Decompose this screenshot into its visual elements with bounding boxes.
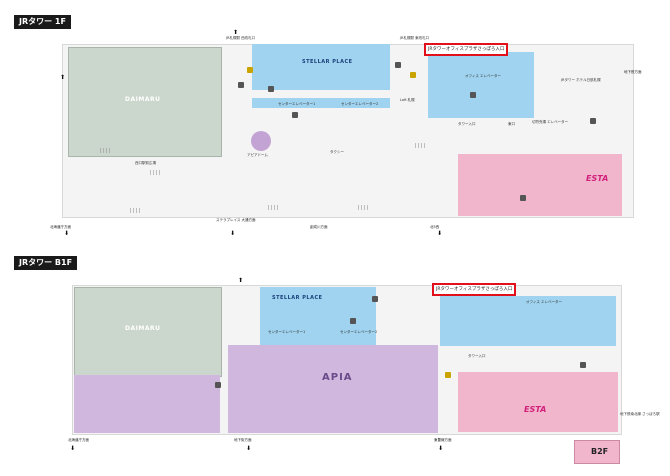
loft-label-1f: Loft 札幌 (400, 98, 415, 102)
arrow-1f-top: ⬆ (233, 29, 239, 36)
daimaru-1f-logo: DAIMARU (125, 96, 161, 103)
stellar-place-1f-logo: STELLAR PLACE (302, 59, 353, 65)
elevator-icon (268, 86, 274, 92)
floor-1f-title: JRタワー 1F (14, 15, 71, 29)
coin-locker-icon (247, 67, 253, 73)
exit-1f-bottom-mid2[interactable]: 創成川方面 (310, 225, 328, 229)
center-esc1-1f: センターエレベーター1 (278, 102, 316, 106)
center-esc2-1f: センターエレベーター2 (341, 102, 379, 106)
esta-b1f[interactable] (458, 372, 618, 432)
arrow-1f-left: ⬆ (60, 74, 66, 81)
office-elev-b1f: オフィス エレベーター (526, 300, 563, 304)
escalator-icon (292, 112, 298, 118)
coin-locker-icon-2 (410, 72, 416, 78)
arrow-1f-bm: ⬇ (230, 230, 236, 237)
esta-b1f-logo: ESTA (524, 405, 547, 414)
jr-tower-hotel-1f: JRタワー ホテル日航札幌 (561, 78, 601, 82)
subway-b1f: 地下鉄南北線 さっぽろ駅 (620, 412, 660, 416)
arrow-b1f-bl: ⬇ (70, 445, 76, 452)
hatch-1f-c (130, 208, 142, 213)
apia-dome-1f-label: アピアドーム (247, 153, 268, 157)
info-icon (395, 62, 401, 68)
escalator-b1f-icon (350, 318, 356, 324)
arrow-1f-br: ⬇ (437, 230, 443, 237)
arrow-b1f-br: ⬇ (438, 445, 444, 452)
office-plaza-b1f[interactable] (440, 296, 616, 346)
stellar-place-1f[interactable] (252, 44, 390, 90)
north-gate2-1f: JR札幌駅 東改札口 (400, 36, 430, 40)
exit-b1f-bottom-right[interactable]: 東豊線方面 (434, 438, 452, 442)
exit-b1f-bottom-left[interactable]: 北海道庁方面 (68, 438, 89, 442)
hatch-1f-d (268, 205, 280, 210)
exit-1f-top-right[interactable]: 地下鉄方面 (624, 70, 642, 74)
elevator-b1f-icon (215, 382, 221, 388)
escalator-b1f-icon-2 (580, 362, 586, 368)
stellar-place-b1f[interactable] (260, 287, 376, 345)
center-esc1-b1f: センターエレベーター1 (268, 330, 306, 334)
arrow-1f-bl: ⬇ (64, 230, 70, 237)
taxi-1f: タクシー (330, 150, 344, 154)
apia-b1f-center[interactable] (228, 345, 438, 433)
hatch-1f-a (100, 148, 112, 153)
apia-dome-1f[interactable] (251, 131, 271, 151)
stellar-place-b1f-logo: STELLAR PLACE (272, 295, 323, 301)
toilet-b1f-icon (372, 296, 378, 302)
floor-b1f-title: JRタワー B1F (14, 256, 78, 270)
apia-b1f-logo: APIA (322, 372, 353, 383)
exit-b1f-bottom-mid[interactable]: 地下街方面 (234, 438, 252, 442)
b2f-label: B2F (591, 447, 609, 456)
esta-1f[interactable] (458, 154, 622, 216)
hatch-1f-f (415, 143, 427, 148)
esta-1f-logo: ESTA (586, 174, 609, 183)
hatch-1f-b (150, 170, 162, 175)
ticket-gate-1f: 切符売場 エレベーター (532, 120, 569, 124)
office-elev-1f: オフィス エレベーター (465, 74, 502, 78)
arrow-b1f-bm: ⬇ (246, 445, 252, 452)
stellar-place-1f-strip[interactable] (252, 98, 390, 108)
east-exit-1f: 東口 (508, 122, 515, 126)
office-plaza-1f[interactable] (428, 52, 534, 118)
tower-entrance-1f: タワー入口 (458, 122, 476, 126)
office-entrance-b1f[interactable]: JRタワーオフィスプラザさっぽろ入口 (432, 283, 517, 296)
daimaru-b1f-logo: DAIMARU (125, 325, 161, 332)
toilet-icon (238, 82, 244, 88)
exit-1f-bottom-mid[interactable]: ステラプレイス 大通方面 (216, 218, 256, 222)
north-gate-1f: JR札幌駅 西改札口 (226, 36, 256, 40)
south-exit-1f: 西口駅前広場 (135, 161, 156, 165)
office-entrance-1f[interactable]: JRタワーオフィスプラザさっぽろ入口 (424, 43, 509, 56)
hatch-1f-e (358, 205, 370, 210)
atm-icon (590, 118, 596, 124)
escalator-icon-2 (470, 92, 476, 98)
center-esc2-b1f: センターエレベーター2 (340, 330, 378, 334)
arrow-b1f-top: ⬆ (238, 277, 244, 284)
exit-1f-bottom-right[interactable]: 北5西 (430, 225, 440, 229)
b2f-badge[interactable]: B2F (574, 440, 620, 464)
apia-b1f-left[interactable] (74, 375, 220, 433)
exit-1f-bottom-left[interactable]: 北海道庁方面 (50, 225, 71, 229)
daimaru-1f[interactable] (68, 47, 222, 157)
escalator-icon-3 (520, 195, 526, 201)
daimaru-b1f[interactable] (74, 287, 222, 377)
coin-locker-b1f-icon (445, 372, 451, 378)
tower-entrance-b1f: タワー入口 (468, 354, 486, 358)
